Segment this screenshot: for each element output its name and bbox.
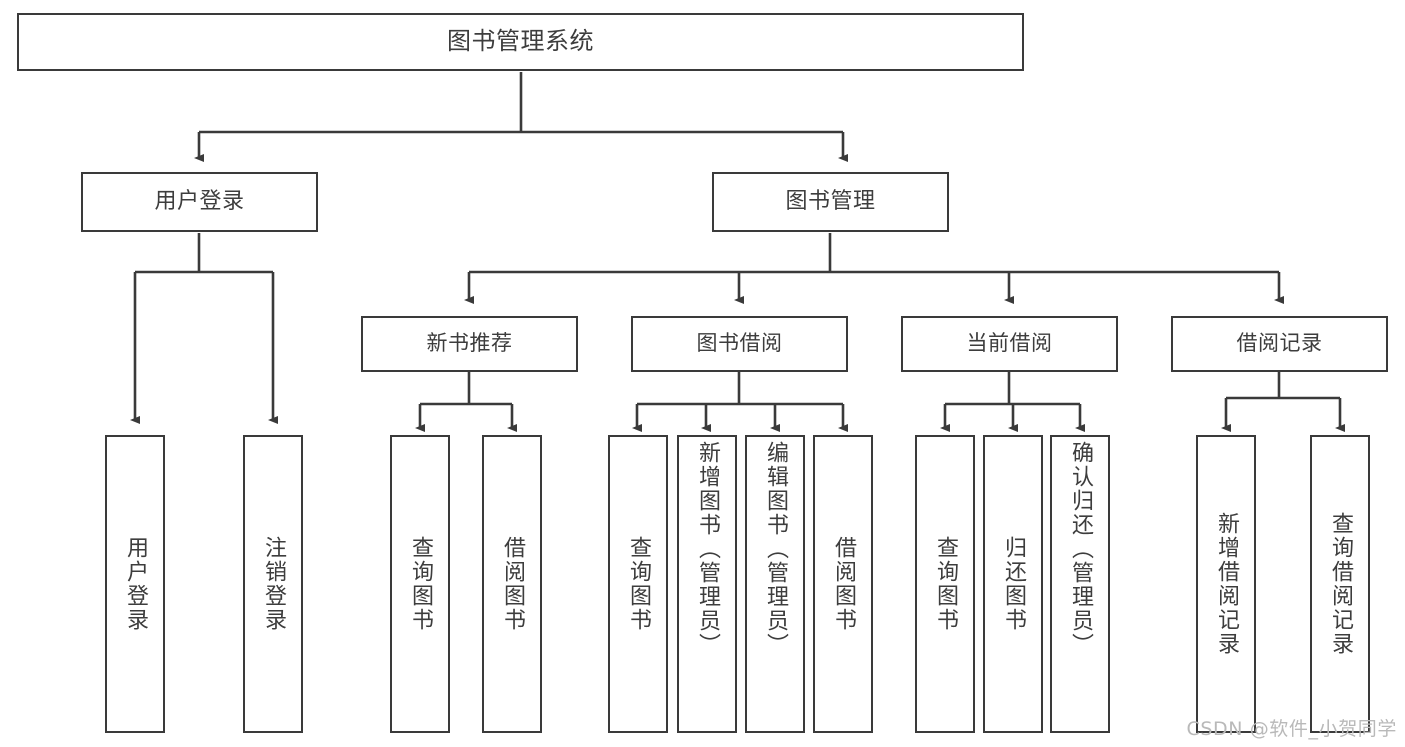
leaf-query-book-1[interactable]: 查询图书 xyxy=(390,435,450,733)
node-current-borrow[interactable]: 当前借阅 xyxy=(901,316,1118,372)
node-root-label: 图书管理系统 xyxy=(447,27,594,56)
leaf-add-book[interactable]: 新增图书（管理员） xyxy=(677,435,737,733)
leaf-add-book-label: 新增图书（管理员） xyxy=(694,441,720,657)
leaf-confirm-return[interactable]: 确认归还（管理员） xyxy=(1050,435,1110,733)
leaf-query-borrow-record[interactable]: 查询借阅记录 xyxy=(1310,435,1370,733)
leaf-logout[interactable]: 注销登录 xyxy=(243,435,303,733)
node-root[interactable]: 图书管理系统 xyxy=(17,13,1024,71)
leaf-user-login-label: 用户登录 xyxy=(122,536,148,632)
node-borrow-record[interactable]: 借阅记录 xyxy=(1171,316,1388,372)
leaf-add-borrow-record[interactable]: 新增借阅记录 xyxy=(1196,435,1256,733)
node-current-borrow-label: 当前借阅 xyxy=(966,331,1053,356)
leaf-user-login[interactable]: 用户登录 xyxy=(105,435,165,733)
node-book-manage-label: 图书管理 xyxy=(785,189,876,215)
leaf-borrow-book-1[interactable]: 借阅图书 xyxy=(482,435,542,733)
node-new-book-recommend[interactable]: 新书推荐 xyxy=(361,316,578,372)
leaf-add-borrow-record-label: 新增借阅记录 xyxy=(1213,512,1239,656)
node-book-borrow[interactable]: 图书借阅 xyxy=(631,316,848,372)
leaf-query-borrow-record-label: 查询借阅记录 xyxy=(1327,512,1353,656)
watermark-text: CSDN @软件_小贺同学 xyxy=(1186,718,1397,740)
leaf-borrow-book-1-label: 借阅图书 xyxy=(499,536,525,632)
leaf-return-book-label: 归还图书 xyxy=(1000,536,1026,632)
node-new-book-recommend-label: 新书推荐 xyxy=(426,331,513,356)
leaf-query-book-3[interactable]: 查询图书 xyxy=(915,435,975,733)
leaf-borrow-book-2-label: 借阅图书 xyxy=(830,536,856,632)
node-book-manage[interactable]: 图书管理 xyxy=(712,172,949,232)
leaf-query-book-3-label: 查询图书 xyxy=(932,536,958,632)
leaf-query-book-1-label: 查询图书 xyxy=(407,536,433,632)
leaf-edit-book-label: 编辑图书（管理员） xyxy=(762,441,788,657)
node-borrow-record-label: 借阅记录 xyxy=(1236,331,1323,356)
leaf-query-book-2-label: 查询图书 xyxy=(625,536,651,632)
leaf-borrow-book-2[interactable]: 借阅图书 xyxy=(813,435,873,733)
node-user-login[interactable]: 用户登录 xyxy=(81,172,318,232)
node-book-borrow-label: 图书借阅 xyxy=(696,331,783,356)
leaf-logout-label: 注销登录 xyxy=(260,536,286,632)
leaf-return-book[interactable]: 归还图书 xyxy=(983,435,1043,733)
leaf-confirm-return-label: 确认归还（管理员） xyxy=(1067,441,1093,657)
leaf-query-book-2[interactable]: 查询图书 xyxy=(608,435,668,733)
leaf-edit-book[interactable]: 编辑图书（管理员） xyxy=(745,435,805,733)
node-user-login-label: 用户登录 xyxy=(154,189,245,215)
